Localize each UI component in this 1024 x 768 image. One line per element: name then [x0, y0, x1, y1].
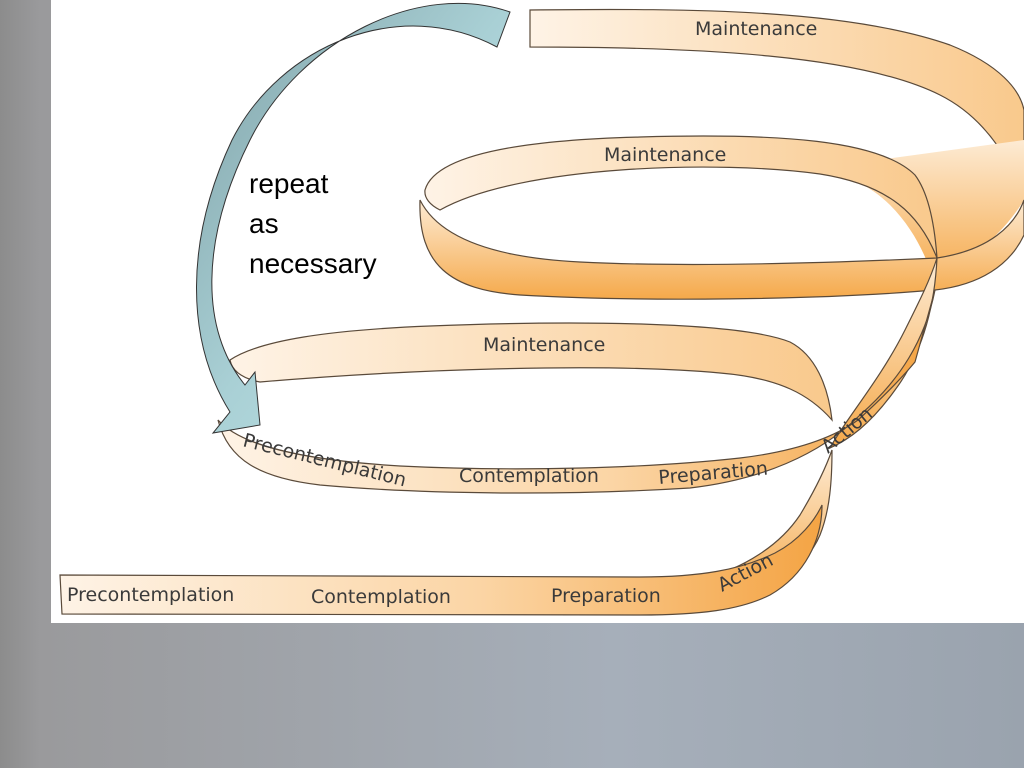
bottom-label-precontemplation: Precontemplation	[67, 584, 234, 606]
repeat-note: repeat as necessary	[249, 164, 377, 284]
ribbon-lower-maintenance	[229, 322, 833, 422]
maintenance-label-top: Maintenance	[695, 18, 817, 40]
repeat-note-line-1: repeat	[249, 168, 329, 199]
bottom-label-preparation: Preparation	[551, 585, 661, 607]
ribbon-bottom-band	[59, 504, 823, 616]
repeat-arrow	[196, 3, 511, 434]
bottom-label-contemplation: Contemplation	[311, 586, 451, 608]
loop-label-preparation: Preparation	[658, 457, 769, 488]
ribbon-lower-loop	[217, 289, 936, 494]
repeat-note-line-2: as	[249, 208, 279, 239]
loop-label-contemplation: Contemplation	[459, 465, 599, 487]
maintenance-label-lower: Maintenance	[483, 334, 605, 356]
maintenance-label-middle: Maintenance	[604, 144, 726, 166]
ribbon-middle-maintenance	[424, 135, 938, 259]
repeat-note-line-3: necessary	[249, 248, 377, 279]
